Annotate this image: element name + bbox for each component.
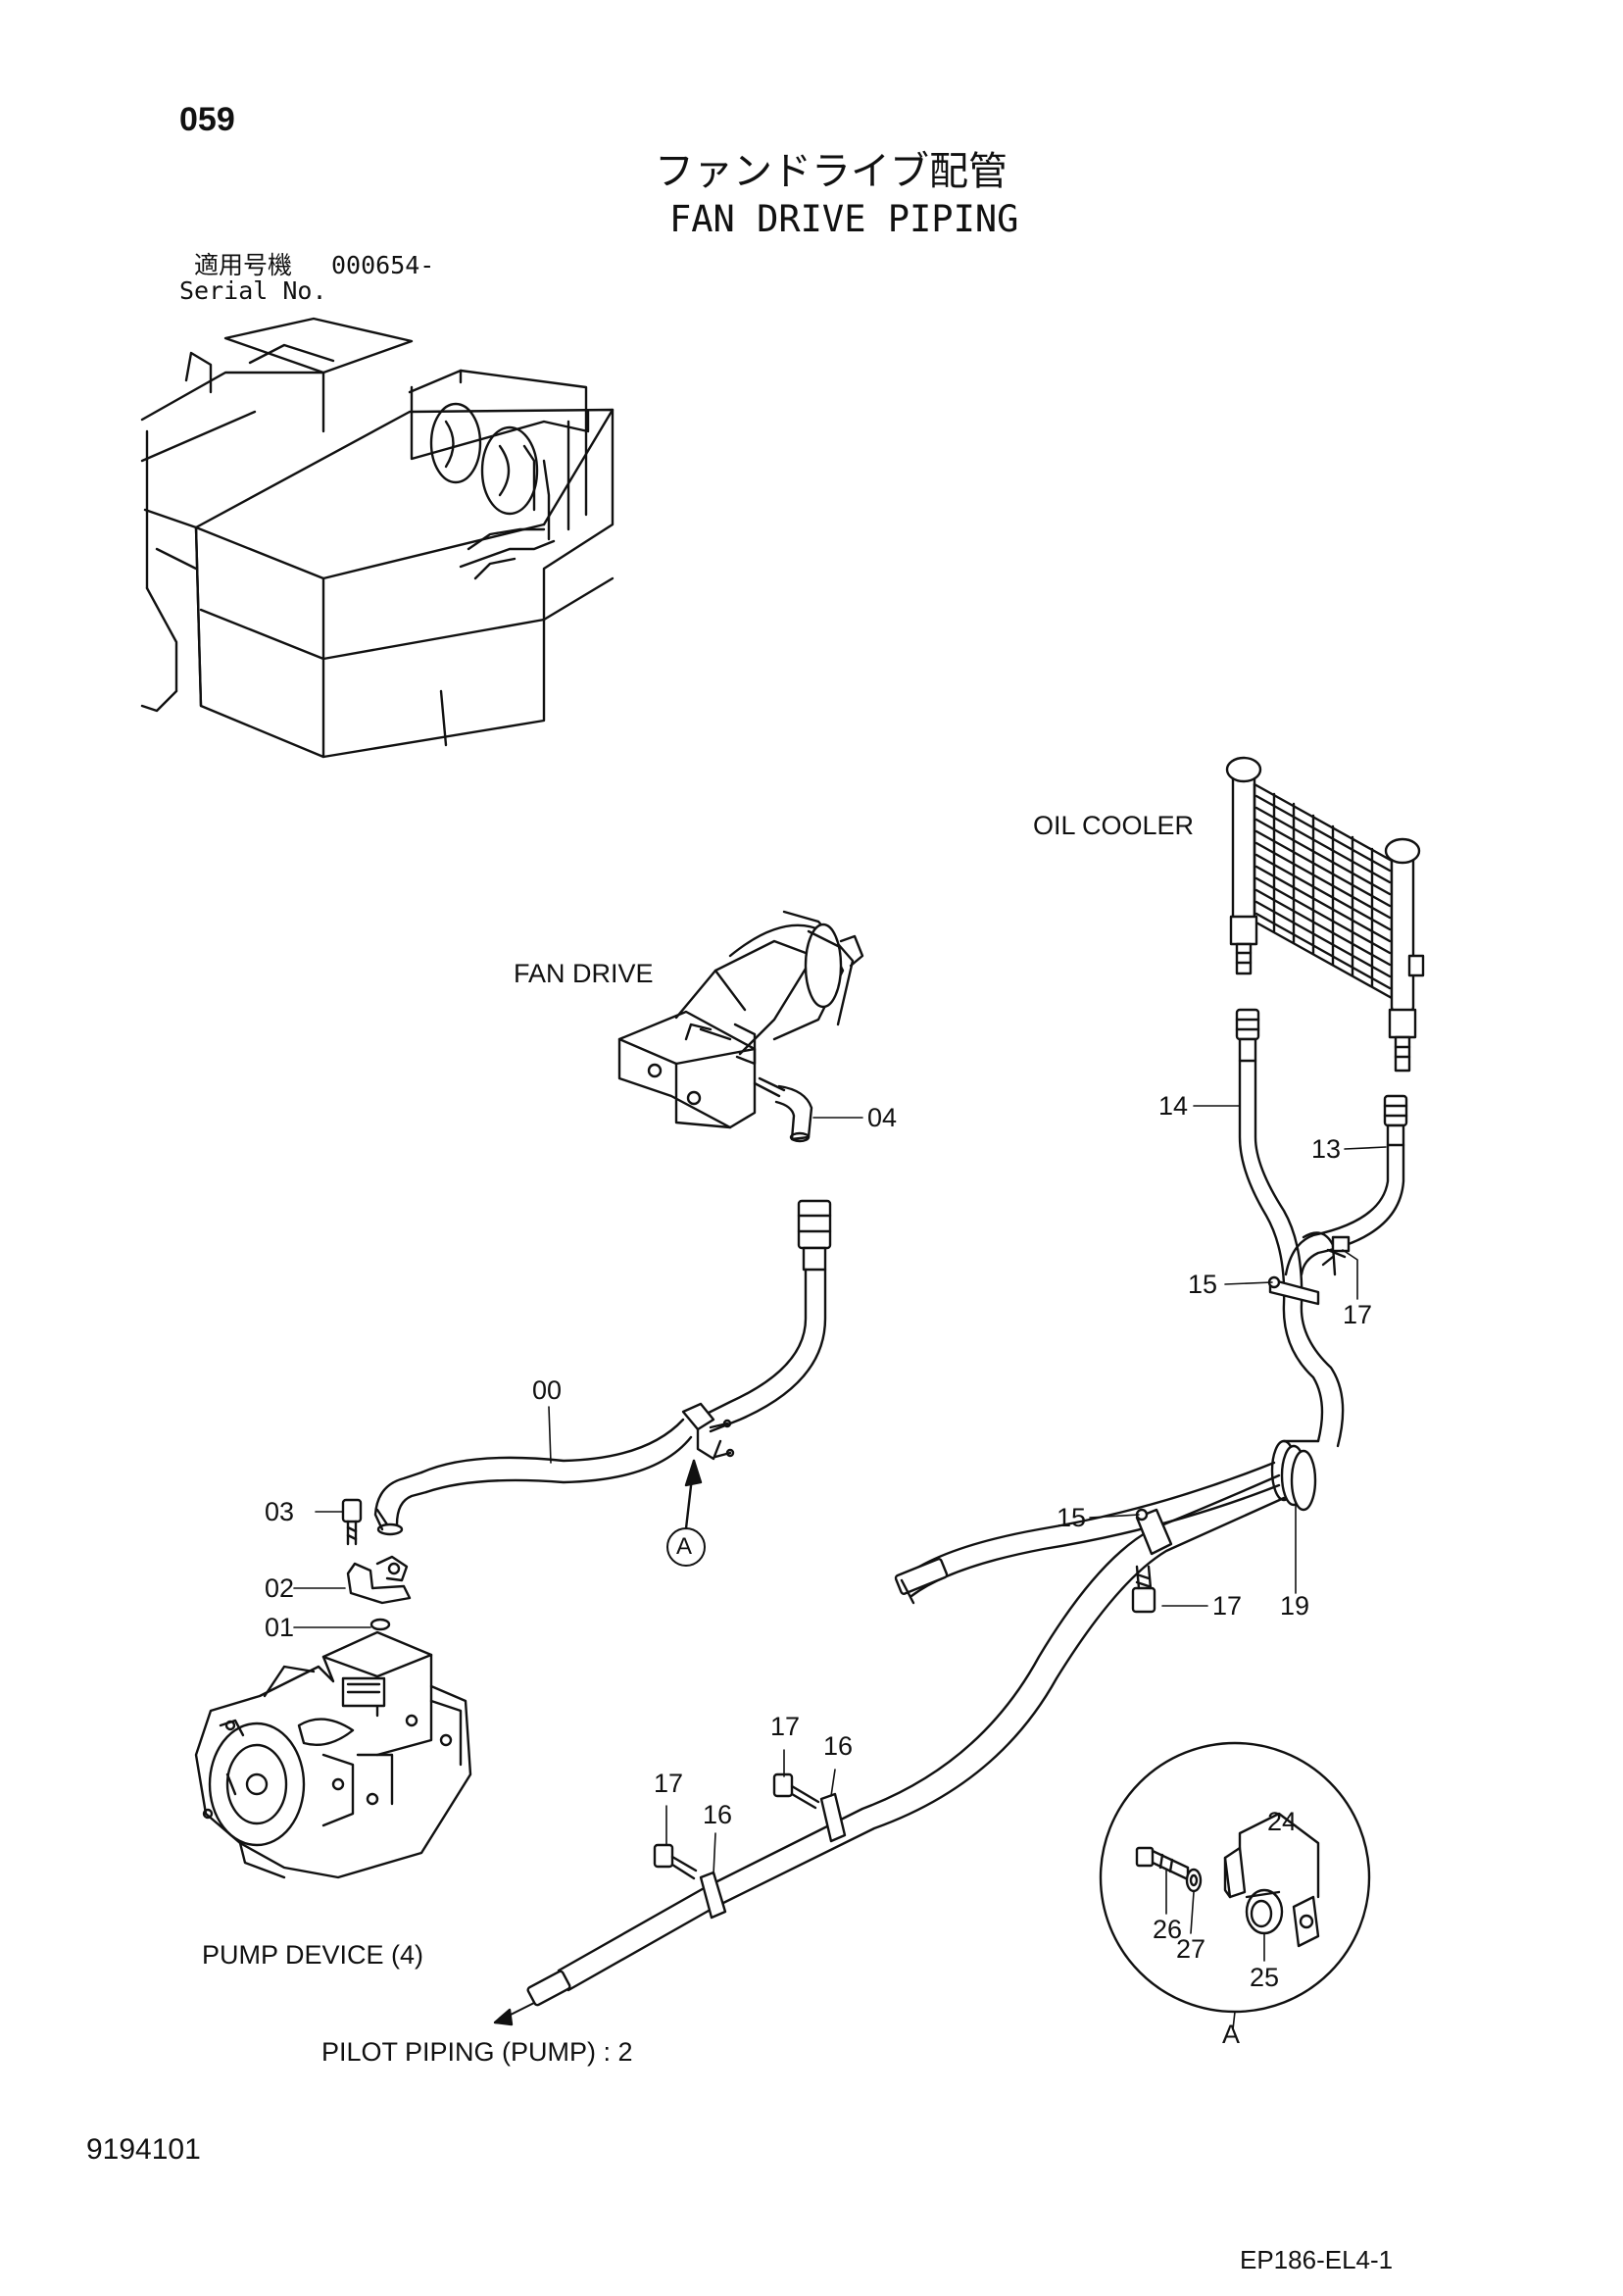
oil-cooler-drawing xyxy=(1225,756,1425,1073)
callout-17-lower: 17 xyxy=(1212,1591,1243,1621)
callout-16-right: 16 xyxy=(823,1731,854,1761)
callout-25: 25 xyxy=(1250,1963,1280,1992)
leader-lines xyxy=(293,1105,1387,1962)
callout-15-upper: 15 xyxy=(1188,1270,1218,1299)
callout-17-left: 17 xyxy=(654,1769,684,1798)
callout-15-lower: 15 xyxy=(1057,1503,1087,1532)
label-pilot-piping: PILOT PIPING (PUMP) : 2 xyxy=(321,2037,633,2067)
callout-02: 02 xyxy=(265,1573,295,1603)
callout-14: 14 xyxy=(1158,1091,1189,1121)
callout-03: 03 xyxy=(265,1497,295,1526)
callout-00: 00 xyxy=(532,1375,563,1405)
callout-24: 24 xyxy=(1267,1807,1298,1836)
callout-01: 01 xyxy=(265,1613,295,1642)
callout-04: 04 xyxy=(867,1103,898,1132)
document-number: 9194101 xyxy=(86,2133,201,2166)
detail-a-drawing xyxy=(1099,1741,1371,2014)
callout-19: 19 xyxy=(1280,1591,1310,1621)
drawing-code: EP186-EL4-1 xyxy=(1240,2245,1394,2274)
hose-assembly-drawing xyxy=(493,1008,1408,2026)
marker-a-letter: A xyxy=(676,1533,693,1560)
label-oil-cooler: OIL COOLER xyxy=(1033,811,1195,840)
callout-16-left: 16 xyxy=(703,1800,733,1829)
label-fan-drive: FAN DRIVE xyxy=(514,959,654,988)
pump-device-drawing xyxy=(194,1630,472,1879)
serial-value: 000654- xyxy=(331,251,435,279)
callout-27: 27 xyxy=(1176,1934,1206,1964)
page-number: 059 xyxy=(179,101,235,138)
callout-13: 13 xyxy=(1311,1134,1342,1164)
machine-overview xyxy=(140,317,615,759)
title-english: FAN DRIVE PIPING xyxy=(669,198,1019,240)
serial-label-japanese: 適用号機 xyxy=(194,251,293,279)
callout-17-mid: 17 xyxy=(770,1712,801,1741)
hose-00-drawing xyxy=(341,1199,832,1631)
callout-26: 26 xyxy=(1153,1915,1183,1944)
serial-label-english: Serial No. xyxy=(179,276,327,305)
callout-17-upper: 17 xyxy=(1343,1300,1373,1329)
title-japanese: ファンドライブ配管 xyxy=(655,149,1008,194)
marker-a-balloon xyxy=(666,1459,706,1567)
fan-drive-motor-drawing xyxy=(617,910,864,1143)
detail-a-caption: A xyxy=(1222,2020,1241,2049)
label-pump-device: PUMP DEVICE (4) xyxy=(202,1940,424,1970)
